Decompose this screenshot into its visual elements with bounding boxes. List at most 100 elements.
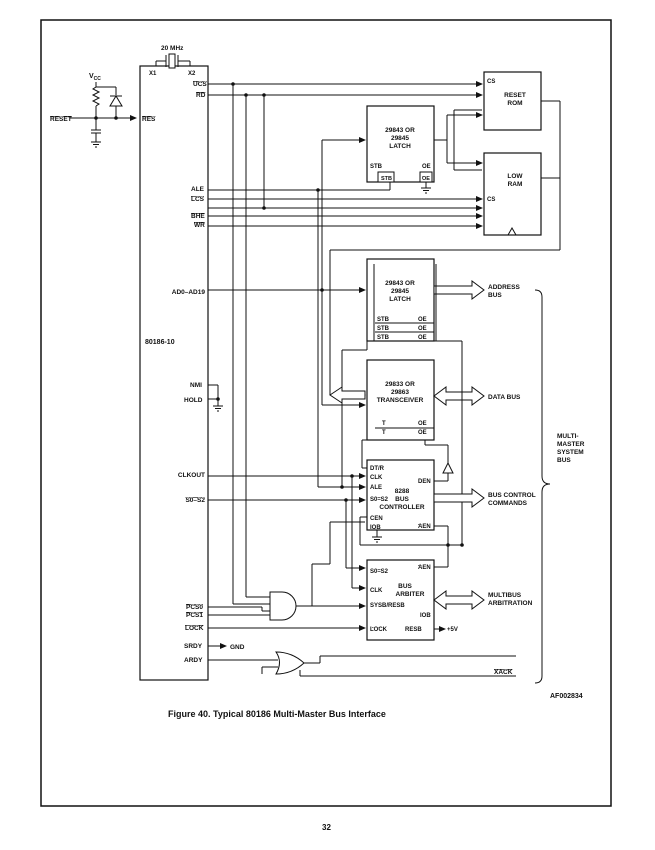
arb-5v: +5V [447,627,458,633]
bc-dtr: DT/R [370,466,385,472]
vcc-label: V [89,73,94,80]
pin-bhe: BHE [191,213,205,220]
address-bus-arrow [433,280,485,300]
bc-aen: AEN [418,524,431,530]
pin-ad: AD0–AD19 [172,289,206,296]
xcvr-line1: 29833 OR [385,381,415,388]
svg-text:STB: STB [377,335,390,341]
bc-line1: 8288 [395,488,410,495]
svg-text:OE: OE [418,335,427,341]
bc-cen: CEN [370,516,383,522]
pin-ale: ALE [191,186,205,193]
memory-data-loop [329,100,561,398]
latch1-stb: STB [370,164,383,170]
pin-pcs1: PCS1 [186,612,203,619]
latch-2 [366,258,435,342]
latch1-line3: LATCH [389,143,411,150]
system-bus-line3: SYSTEM [557,449,584,456]
vcc-sub: CC [94,76,102,82]
latch2-line1: 29843 OR [385,280,415,287]
xcvr-line3: TRANSCEIVER [377,397,424,404]
latch1-line1: 29843 OR [385,127,415,134]
system-bus-brace [534,289,551,684]
arb-line1: BUS [398,583,412,590]
svg-text:OE: OE [422,176,430,182]
res-pin-label: RES [142,116,156,123]
rom-cs: CS [487,79,495,85]
ram-cs: CS [487,197,495,203]
pin-clkout: CLKOUT [178,472,205,479]
latch1-oe: OE [422,164,431,170]
reset-in-label: RESET [50,116,72,123]
xack-label: XACK [494,669,513,676]
pin-pcs0: PCS0 [186,604,203,611]
bc-den: DEN [418,479,431,485]
bc-line3: CONTROLLER [379,504,424,511]
cpu-memory-lines [208,81,483,604]
latch1-to-memory [434,109,483,171]
latch2-line3: LATCH [389,296,411,303]
bus-arbiter [366,559,435,641]
bc-ale: ALE [370,485,382,491]
data-bus-arrow [433,386,485,406]
address-bus-line1: ADDRESS [488,284,520,291]
transceiver [366,359,435,441]
ram-line1: LOW [507,173,523,180]
svg-text:OE: OE [418,326,427,332]
bc-clk: CLK [370,475,383,481]
cpu-name: 80186-10 [145,339,175,346]
svg-text:STB: STB [381,176,392,182]
latch2-oe: OE [418,317,427,323]
latch2-line2: 29845 [391,288,409,295]
bc-iob: IOB [370,525,381,531]
pcs-and-gate [208,521,366,621]
system-bus-line4: BUS [557,457,571,464]
bus-control-line2: COMMANDS [488,500,528,507]
cpu-80186 [139,65,209,681]
pin-nmi: NMI [190,382,202,389]
data-bus-arrow-left [329,386,366,404]
multibus-arrow [433,590,485,610]
pin-ucs: UCS [193,81,207,88]
page-border [40,19,612,807]
crystal: 20 MHz X1 X2 [149,45,196,77]
pin-rd: RD [196,92,206,99]
page-number: 32 [322,823,331,832]
rom-line2: ROM [507,100,522,107]
reset-circuit: VCC RESET RES [50,73,156,148]
svg-text:OE: OE [418,430,427,436]
multibus-line1: MULTIBUS [488,592,522,599]
arb-iob: IOB [420,613,431,619]
latch2-stb: STB [377,317,390,323]
svg-text:T: T [382,430,386,436]
figure-caption: Figure 40. Typical 80186 Multi-Master Bu… [168,709,386,719]
ardy-or-gate: XACK [208,651,516,677]
arb-lock: LOCK [370,627,388,633]
arb-aen: AEN [418,565,431,571]
bus-controller-8288 [366,459,435,531]
pin-srdy: SRDY [184,643,203,650]
pin-ardy: ARDY [184,657,203,664]
xcvr-t: T [382,421,386,427]
x1-label: X1 [149,71,157,77]
svg-text:VCC: VCC [89,73,101,82]
xcvr-line2: 29863 [391,389,409,396]
arb-sysb: SYSB/RESB [370,603,405,609]
rom-line1: RESET [504,92,526,99]
data-bus-label: DATA BUS [488,394,521,401]
pin-wr: WR [194,222,205,229]
crystal-label: 20 MHz [161,45,184,52]
bc-line2: BUS [395,496,409,503]
ram-line2: RAM [508,181,523,188]
low-ram [483,152,542,236]
gnd-label: GND [230,644,245,651]
arb-resb: RESB [405,627,422,633]
bus-control-line1: BUS CONTROL [488,492,536,499]
system-bus-line2: MASTER [557,441,585,448]
arb-line2: ARBITER [396,591,425,598]
arb-s0s2: S0–S2 [370,569,389,575]
latch-1 [366,105,435,183]
arb-clk: CLK [370,588,383,594]
multibus-line2: ARBITRATION [488,600,533,607]
